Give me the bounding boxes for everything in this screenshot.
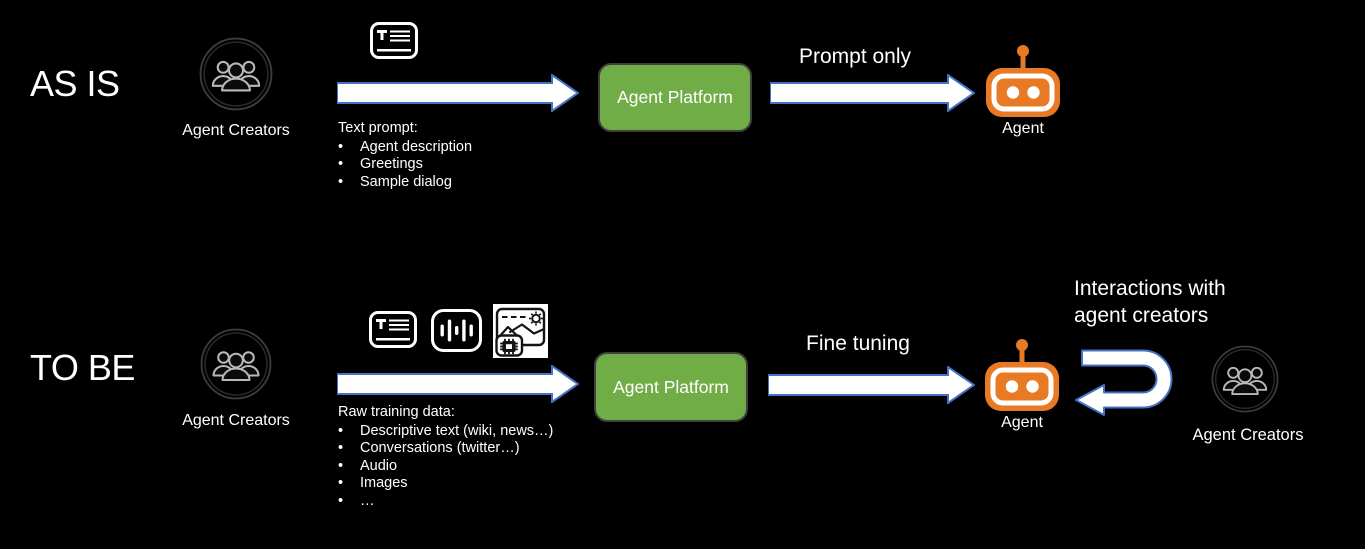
agent-caption: Agent <box>1002 120 1044 137</box>
notes-bullet: Descriptive text (wiki, news…) <box>338 423 668 441</box>
creators-caption: Agent Creators <box>182 122 290 139</box>
stage-label-as-is: AS IS <box>30 63 120 104</box>
agent-caption: Agent <box>1001 414 1043 431</box>
stage-label-to-be: TO BE <box>30 347 135 388</box>
image-icon <box>493 304 548 358</box>
text-prompt-icon <box>369 311 417 348</box>
people-group-icon <box>200 328 272 400</box>
notes-bullet: Sample dialog <box>338 174 578 192</box>
output-arrow-label: Fine tuning <box>806 332 910 355</box>
input-notes: Raw training data: Descriptive text (wik… <box>338 404 668 510</box>
agent-platform-box: Agent Platform <box>594 352 748 422</box>
arrow-right-icon <box>768 366 975 404</box>
arrow-right-icon <box>337 74 579 112</box>
creators-caption: Agent Creators <box>1192 426 1304 444</box>
feedback-arrow-label: Interactions with agent creators <box>1074 277 1226 327</box>
arrow-right-icon <box>337 365 579 403</box>
robot-icon <box>985 339 1059 411</box>
audio-waveform-icon <box>431 309 482 352</box>
creators-caption: Agent Creators <box>182 412 290 429</box>
agent-platform-box: Agent Platform <box>598 63 752 132</box>
input-notes: Text prompt: Agent description Greetings… <box>338 120 578 191</box>
output-arrow-label: Prompt only <box>798 45 912 68</box>
notes-bullet: Agent description <box>338 139 578 157</box>
people-group-icon <box>1211 345 1279 413</box>
notes-bullet: Audio <box>338 458 668 476</box>
notes-bullet: Greetings <box>338 156 578 174</box>
notes-bullet: Conversations (twitter…) <box>338 440 668 458</box>
arrow-right-icon <box>770 74 975 112</box>
notes-title: Text prompt: <box>338 120 418 136</box>
people-group-icon <box>199 37 273 111</box>
notes-bullet: … <box>338 493 668 511</box>
u-turn-arrow-icon <box>1075 349 1173 416</box>
notes-title: Raw training data: <box>338 404 455 420</box>
robot-icon <box>986 45 1060 117</box>
notes-bullet: Images <box>338 475 668 493</box>
text-prompt-icon <box>370 22 418 59</box>
